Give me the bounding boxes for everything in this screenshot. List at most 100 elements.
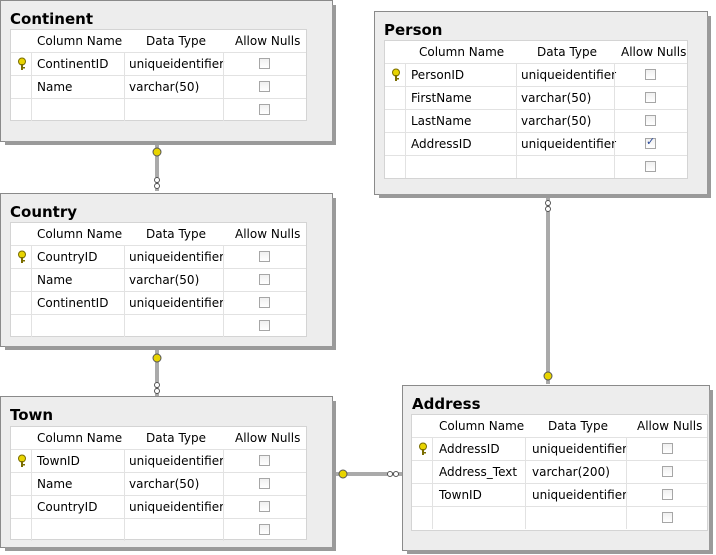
table-town[interactable]: Town Column Name Data Type Allow Nulls T…	[0, 396, 336, 551]
table-row[interactable]: TownID uniqueidentifier	[11, 449, 306, 472]
data-type: uniqueidentifier	[532, 488, 628, 502]
header-column-name: Column Name	[37, 227, 123, 241]
table-row[interactable]: Name varchar(50)	[11, 75, 306, 98]
table-row[interactable]: AddressID uniqueidentifier	[412, 437, 707, 460]
header-column-name: Column Name	[37, 431, 123, 445]
data-type: uniqueidentifier	[129, 250, 225, 264]
allow-nulls-checkbox[interactable]	[259, 455, 270, 466]
allow-nulls-checkbox-checked[interactable]	[645, 135, 656, 149]
column-name: ContinentID	[37, 57, 109, 71]
allow-nulls-checkbox[interactable]	[645, 115, 656, 126]
column-name: FirstName	[411, 91, 472, 105]
table-row[interactable]: ContinentID uniqueidentifier	[11, 52, 306, 75]
allow-nulls-checkbox[interactable]	[259, 81, 270, 92]
table-row[interactable]: PersonID uniqueidentifier	[385, 63, 687, 86]
relationship-country-continent[interactable]	[152, 145, 162, 191]
column-grid: Column Name Data Type Allow Nulls Addres…	[411, 414, 708, 531]
column-name: Name	[37, 273, 73, 287]
column-name: Name	[37, 80, 73, 94]
allow-nulls-checkbox[interactable]	[259, 297, 270, 308]
allow-nulls-checkbox[interactable]	[259, 501, 270, 512]
table-continent[interactable]: Continent Column Name Data Type Allow Nu…	[0, 0, 336, 145]
key-end-icon	[152, 353, 162, 363]
allow-nulls-checkbox[interactable]	[259, 320, 270, 331]
header-column-name: Column Name	[439, 419, 525, 433]
relationship-town-country[interactable]	[152, 350, 162, 396]
table-row-empty[interactable]	[412, 506, 707, 529]
column-name: LastName	[411, 114, 472, 128]
table-row[interactable]: Address_Text varchar(200)	[412, 460, 707, 483]
table-row[interactable]: Name varchar(50)	[11, 268, 306, 291]
header-allow-nulls: Allow Nulls	[621, 45, 687, 59]
data-type: uniqueidentifier	[129, 296, 225, 310]
table-title: Continent	[10, 10, 94, 28]
allow-nulls-checkbox[interactable]	[645, 69, 656, 80]
allow-nulls-checkbox[interactable]	[662, 512, 673, 523]
table-title: Town	[10, 406, 54, 424]
infinity-end-icon	[154, 177, 160, 183]
primary-key-icon	[419, 442, 427, 455]
data-type: varchar(50)	[129, 80, 200, 94]
table-row[interactable]: FirstName varchar(50)	[385, 86, 687, 109]
key-end-icon	[338, 469, 348, 479]
table-person[interactable]: Person Column Name Data Type Allow Nulls…	[374, 11, 711, 198]
allow-nulls-checkbox[interactable]	[645, 92, 656, 103]
allow-nulls-checkbox[interactable]	[662, 489, 673, 500]
header-data-type: Data Type	[537, 45, 598, 59]
relationship-address-town[interactable]	[335, 469, 402, 479]
table-address[interactable]: Address Column Name Data Type Allow Null…	[402, 385, 713, 554]
table-row-empty[interactable]	[385, 155, 687, 178]
allow-nulls-checkbox[interactable]	[662, 443, 673, 454]
table-row[interactable]: AddressID uniqueidentifier	[385, 132, 687, 155]
column-name: Address_Text	[439, 465, 518, 479]
allow-nulls-checkbox[interactable]	[259, 478, 270, 489]
allow-nulls-checkbox[interactable]	[259, 274, 270, 285]
key-end-icon	[152, 147, 162, 157]
column-name: Name	[37, 477, 73, 491]
grid-header: Column Name Data Type Allow Nulls	[385, 41, 687, 63]
table-row[interactable]: Name varchar(50)	[11, 472, 306, 495]
table-row-empty[interactable]	[11, 98, 306, 121]
allow-nulls-checkbox[interactable]	[259, 104, 270, 115]
data-type: uniqueidentifier	[129, 500, 225, 514]
allow-nulls-checkbox[interactable]	[662, 466, 673, 477]
column-name: TownID	[37, 454, 80, 468]
header-data-type: Data Type	[146, 34, 207, 48]
table-row[interactable]: ContinentID uniqueidentifier	[11, 291, 306, 314]
table-row-empty[interactable]	[11, 314, 306, 337]
column-grid: Column Name Data Type Allow Nulls Countr…	[10, 222, 307, 337]
allow-nulls-checkbox[interactable]	[259, 251, 270, 262]
infinity-end-icon	[154, 382, 160, 388]
relationship-person-address[interactable]	[543, 198, 553, 384]
allow-nulls-checkbox[interactable]	[259, 58, 270, 69]
table-row[interactable]: CountryID uniqueidentifier	[11, 245, 306, 268]
table-row-empty[interactable]	[11, 518, 306, 541]
column-grid: Column Name Data Type Allow Nulls Contin…	[10, 29, 307, 121]
header-column-name: Column Name	[37, 34, 123, 48]
header-allow-nulls: Allow Nulls	[235, 431, 301, 445]
infinity-end-icon	[387, 471, 393, 477]
table-row[interactable]: TownID uniqueidentifier	[412, 483, 707, 506]
column-name: ContinentID	[37, 296, 109, 310]
header-allow-nulls: Allow Nulls	[637, 419, 703, 433]
table-country[interactable]: Country Column Name Data Type Allow Null…	[0, 193, 336, 350]
table-row[interactable]: CountryID uniqueidentifier	[11, 495, 306, 518]
column-name: CountryID	[37, 500, 98, 514]
primary-key-icon	[392, 68, 400, 81]
allow-nulls-checkbox[interactable]	[645, 161, 656, 172]
header-column-name: Column Name	[419, 45, 505, 59]
data-type: varchar(50)	[521, 114, 592, 128]
table-title: Address	[412, 395, 481, 413]
infinity-end-icon	[545, 200, 551, 206]
table-title: Country	[10, 203, 78, 221]
column-name: PersonID	[411, 68, 465, 82]
data-type: varchar(200)	[532, 465, 610, 479]
data-type: uniqueidentifier	[129, 57, 225, 71]
grid-header: Column Name Data Type Allow Nulls	[412, 415, 707, 437]
table-row[interactable]: LastName varchar(50)	[385, 109, 687, 132]
data-type: varchar(50)	[521, 91, 592, 105]
table-title: Person	[384, 21, 443, 39]
header-allow-nulls: Allow Nulls	[235, 227, 301, 241]
allow-nulls-checkbox[interactable]	[259, 524, 270, 535]
